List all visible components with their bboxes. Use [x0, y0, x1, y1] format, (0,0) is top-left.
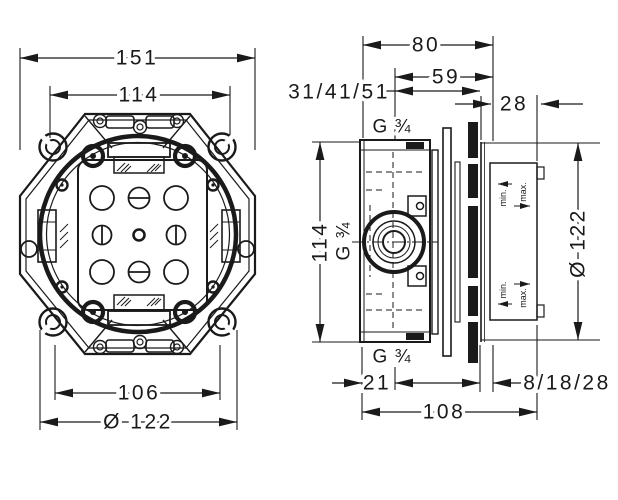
front-dimension-lines [20, 53, 255, 427]
left-edge-notch [20, 240, 38, 258]
dim-install-depth-options: 31/41/51 [288, 81, 390, 104]
dim-bottom-offset: 21 [363, 372, 391, 395]
front-bottom-bracket [107, 294, 171, 326]
dim-inner-depth: 59 [432, 66, 460, 89]
right-edge-notch [237, 240, 255, 258]
front-view: 151 114 106 Ø 122 [18, 43, 257, 437]
dim-total-length: 108 [423, 401, 466, 424]
side-dimension-lines [315, 40, 583, 417]
hatch-marks [116, 296, 162, 307]
front-corner-screws [55, 143, 220, 325]
thread-label-bottom: G ¾ [373, 347, 412, 368]
min-max-annotations: min. max. max. min. [498, 181, 530, 308]
front-body-square [77, 159, 208, 311]
ear-bottom-right [207, 307, 237, 337]
dim-finish-depth-options: 8/18/28 [523, 372, 611, 395]
dim-outer-width: 151 [116, 47, 159, 70]
dim-cover-depth: 28 [500, 93, 528, 116]
dim-total-depth: 80 [412, 34, 440, 57]
side-body [352, 139, 438, 343]
front-plate-bar [468, 122, 478, 363]
plaster-shield: min. max. max. min. [489, 162, 545, 321]
thread-label-side: G ¾ [334, 221, 355, 260]
front-ear-lugs [38, 132, 237, 337]
side-flange-plates [431, 122, 485, 363]
dim-inner-width: 114 [119, 84, 160, 107]
ear-top-left [38, 132, 68, 162]
thread-label-top: G ¾ [373, 117, 412, 138]
label-min-bottom: min. [498, 281, 508, 298]
hatch-marks [116, 162, 162, 173]
dim-lug-spacing: 106 [118, 382, 161, 405]
front-port-grid [89, 185, 189, 285]
dim-side-diameter: Ø 122 [567, 208, 590, 278]
front-top-bracket [107, 142, 171, 174]
dim-front-diameter: Ø 122 [103, 411, 173, 434]
front-side-brackets [20, 209, 255, 263]
side-tabs [407, 195, 427, 287]
label-max-top: max. [518, 182, 528, 202]
side-view: 80 59 31/41/51 28 114 G ¾ Ø 122 21 8/18/… [285, 30, 612, 427]
label-max-bottom: max. [518, 288, 528, 308]
dim-height: 114 [309, 222, 332, 263]
side-thread-port [362, 210, 426, 274]
hatch-marks [59, 223, 219, 249]
ear-top-right [207, 132, 237, 162]
label-min-top: min. [498, 189, 508, 206]
ear-bottom-left [38, 307, 68, 337]
